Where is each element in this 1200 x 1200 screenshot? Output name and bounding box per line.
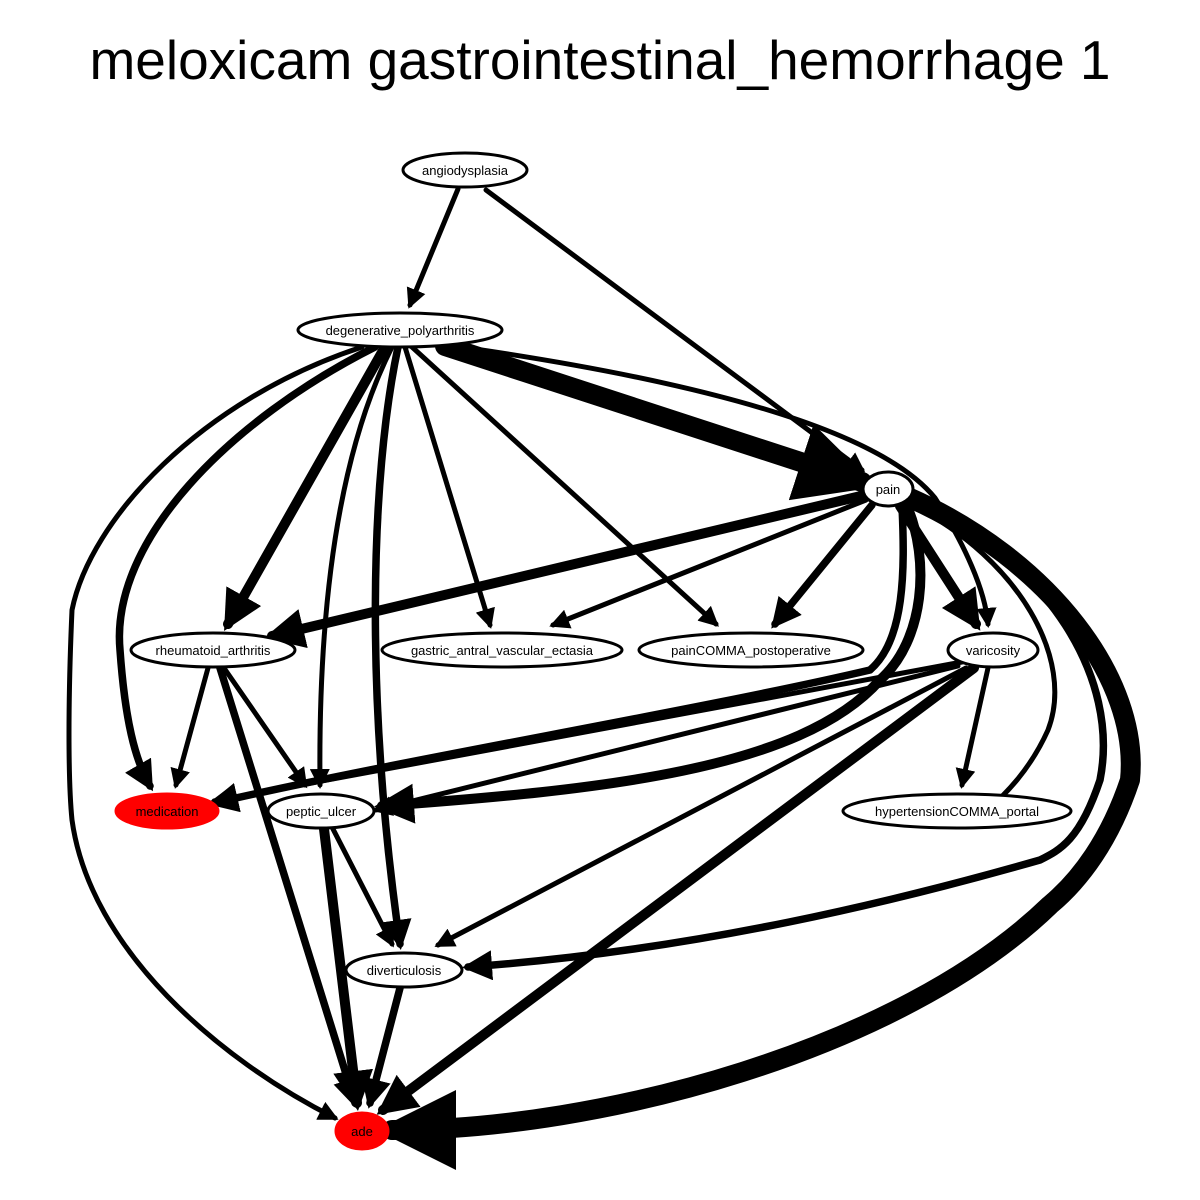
node-ellipse-hypertensionCOMMA_portal [841,792,1073,830]
diagram-title: meloxicam gastrointestinal_hemorrhage 1 [89,29,1111,91]
nodes-layer: angiodysplasia degenerative_polyarthritis… [114,151,1073,1151]
node-ellipse-rheumatoid_arthritis [129,631,297,669]
edge-degenerative_polyarthritis-to-peptic_ulcer [309,344,395,789]
node-ellipse-pain [861,470,915,508]
edge-degenerative_polyarthritis-to-diverticulosis [371,343,412,950]
edge-diverticulosis-to-ade [361,984,404,1109]
edge-varicosity-to-ade [376,663,979,1115]
node-degenerative_polyarthritis: degenerative_polyarthritis [296,311,504,349]
node-rheumatoid_arthritis: rheumatoid_arthritis [129,631,297,669]
edge-varicosity-to-hypertensionCOMMA_portal [955,665,991,789]
node-gastric_antral_vascular_ectasia: gastric_antral_vascular_ectasia [380,631,624,669]
node-ellipse-medication [114,792,220,830]
node-label-gastric_antral_vascular_ectasia: gastric_antral_vascular_ectasia [411,643,594,658]
node-ellipse-painCOMMA_postoperative [637,631,865,669]
edge-rheumatoid_arthritis-to-ade [216,664,363,1109]
edge-peptic_ulcer-to-ade [319,824,374,1111]
edge-pain-to-painCOMMA_postoperative [771,501,876,629]
edge-pain-to-gastric_antral_vascular_ectasia [549,497,869,629]
node-varicosity: varicosity [946,631,1040,669]
node-ellipse-ade [334,1111,390,1151]
edge-angiodysplasia-to-degenerative_polyarthritis [406,186,461,309]
node-ade: ade [334,1111,390,1151]
node-label-degenerative_polyarthritis: degenerative_polyarthritis [326,323,475,338]
edges-layer [66,186,1141,1170]
node-ellipse-diverticulosis [344,951,464,989]
edge-degenerative_polyarthritis-to-ade [66,344,365,1121]
node-label-rheumatoid_arthritis: rheumatoid_arthritis [156,643,271,658]
node-label-hypertensionCOMMA_portal: hypertensionCOMMA_portal [875,804,1039,819]
node-label-ade: ade [351,1124,373,1139]
node-label-medication: medication [136,804,199,819]
edge-degenerative_polyarthritis-to-rheumatoid_arthritis [223,342,390,631]
edge-degenerative_polyarthritis-to-gastric_antral_vascular_ectasia [402,344,495,629]
node-hypertensionCOMMA_portal: hypertensionCOMMA_portal [841,792,1073,830]
node-label-varicosity: varicosity [966,643,1021,658]
node-label-pain: pain [876,482,901,497]
node-ellipse-angiodysplasia [401,151,529,189]
edge-varicosity-to-peptic_ulcer [372,663,961,816]
edge-varicosity-to-medication [210,659,965,808]
edge-pain-to-ade [376,487,1141,1170]
node-label-painCOMMA_postoperative: painCOMMA_postoperative [671,643,831,658]
edge-peptic_ulcer-to-diverticulosis [330,826,395,948]
edge-degenerative_polyarthritis-to-pain [435,336,878,501]
node-ellipse-peptic_ulcer [266,792,376,830]
node-medication: medication [114,792,220,830]
edge-degenerative_polyarthritis-to-varicosity [437,341,997,628]
node-pain: pain [861,470,915,508]
node-ellipse-gastric_antral_vascular_ectasia [380,631,624,669]
edge-pain-to-peptic_ulcer [374,501,926,824]
edge-pain-to-hypertensionCOMMA_portal [909,502,1058,815]
node-painCOMMA_postoperative: painCOMMA_postoperative [637,631,865,669]
edge-degenerative_polyarthritis-to-medication [115,343,379,792]
edge-varicosity-to-diverticulosis [434,665,969,948]
edge-angiodysplasia-to-pain [483,187,866,473]
node-peptic_ulcer: peptic_ulcer [266,792,376,830]
edge-pain-to-rheumatoid_arthritis [264,490,870,649]
node-label-peptic_ulcer: peptic_ulcer [286,804,357,819]
edge-rheumatoid_arthritis-to-medication [170,665,211,789]
edge-rheumatoid_arthritis-to-peptic_ulcer [221,665,308,789]
node-label-angiodysplasia: angiodysplasia [422,163,509,178]
node-ellipse-degenerative_polyarthritis [296,311,504,349]
node-label-diverticulosis: diverticulosis [367,963,442,978]
node-ellipse-varicosity [946,631,1040,669]
node-diverticulosis: diverticulosis [344,951,464,989]
node-angiodysplasia: angiodysplasia [401,151,529,189]
